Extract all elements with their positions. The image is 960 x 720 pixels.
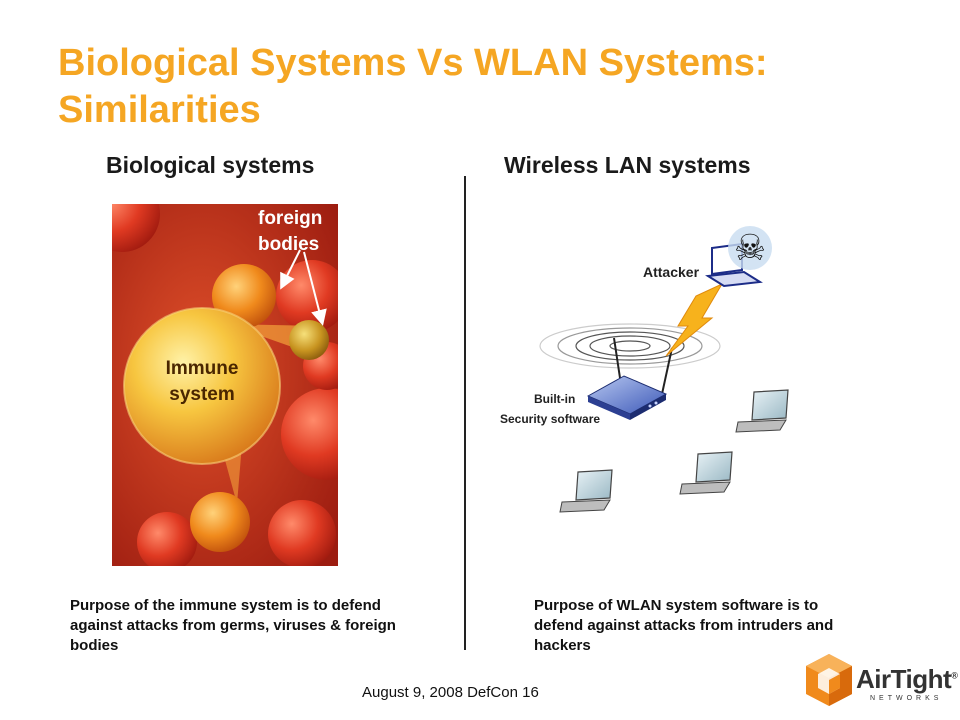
wlan-illustration: ☠	[539, 226, 789, 513]
antenna-icon	[613, 337, 621, 379]
slide-title: Biological Systems Vs WLAN Systems: Simi…	[58, 42, 768, 131]
router-icon	[586, 337, 673, 420]
antenna-icon	[661, 347, 673, 395]
red-cell	[268, 500, 336, 566]
right-heading: Wireless LAN systems	[504, 152, 751, 178]
wireless-signal-rings	[539, 323, 721, 369]
skull-crossbones-icon: ☠	[728, 226, 772, 270]
red-cell	[112, 204, 160, 252]
left-description: Purpose of the immune system is to defen…	[70, 597, 396, 654]
left-heading: Biological systems	[106, 152, 315, 178]
lightning-bolt-icon	[665, 282, 724, 357]
laptop-icon	[735, 389, 789, 433]
laptop-icon	[679, 451, 733, 495]
laptop-icon	[559, 469, 613, 513]
attacker-label: Attacker	[643, 264, 700, 280]
foreign-body-cell	[190, 492, 250, 552]
foreign-body-cell	[289, 320, 329, 360]
svg-text:☠: ☠	[734, 228, 766, 269]
column-divider	[464, 176, 466, 650]
airtight-logo: AirTight® NETWORKS	[804, 652, 958, 710]
red-cell	[281, 388, 338, 480]
logo-wordmark: AirTight®	[856, 664, 958, 694]
footer-date: August 9, 2008 DefCon 16	[362, 684, 539, 701]
immune-system-label: Immune system	[165, 358, 239, 405]
right-description: Purpose of WLAN system software is to de…	[534, 597, 834, 654]
logo-subtext: NETWORKS	[870, 695, 943, 702]
cube-logo-icon	[806, 654, 852, 706]
foreign-bodies-label: foreign bodies	[258, 208, 323, 255]
security-software-label: Security software	[500, 412, 601, 426]
builtin-label: Built-in	[534, 392, 576, 406]
immune-cell	[124, 308, 280, 464]
red-cell	[137, 512, 197, 566]
